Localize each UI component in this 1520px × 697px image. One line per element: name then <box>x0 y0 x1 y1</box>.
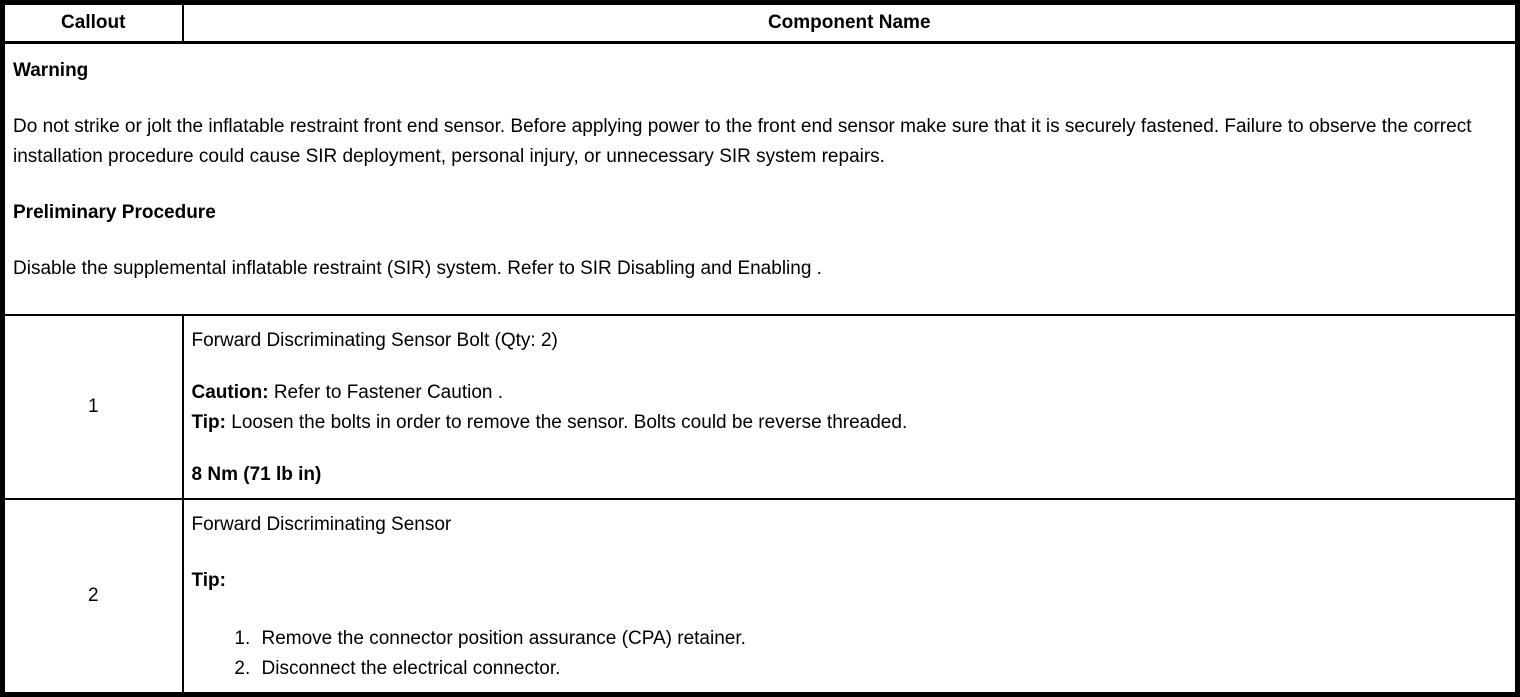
preliminary-text-tail: . <box>811 258 822 279</box>
preliminary-procedure-text: Disable the supplemental inflatable rest… <box>13 254 1505 284</box>
component-name-column-header: Component Name <box>182 2 1518 44</box>
table-row: 1 Forward Discriminating Sensor Bolt (Qt… <box>2 314 1518 500</box>
component-name: Forward Discriminating Sensor <box>191 513 452 535</box>
callout-column-header: Callout <box>2 2 184 44</box>
tip-steps-list: Remove the connector position assurance … <box>192 624 1506 684</box>
caution-text-tail: . <box>492 381 504 403</box>
tip-line: Tip: Loosen the bolts in order to remove… <box>192 408 1506 438</box>
component-cell: Forward Discriminating Sensor Bolt (Qty:… <box>182 314 1518 500</box>
warning-text: Do not strike or jolt the inflatable res… <box>13 116 1472 167</box>
preliminary-text-lead: Disable the supplemental inflatable rest… <box>13 258 581 279</box>
caution-tip-block: Caution: Refer to Fastener Caution . Tip… <box>192 378 1506 438</box>
tip-label: Tip: <box>191 569 226 591</box>
fastener-caution-reference[interactable]: Fastener Caution <box>346 381 493 403</box>
tip-label: Tip: <box>191 411 226 433</box>
tip-step: Remove the connector position assurance … <box>256 624 1506 654</box>
torque-spec: 8 Nm (71 lb in) <box>191 463 322 485</box>
notice-cell: Warning Do not strike or jolt the inflat… <box>2 42 1518 316</box>
callout-number: 2 <box>2 498 184 694</box>
component-name: Forward Discriminating Sensor Bolt (Qty:… <box>191 329 558 351</box>
callout-number: 1 <box>2 314 184 500</box>
sir-disabling-and-enabling-reference[interactable]: SIR Disabling and Enabling <box>580 258 812 279</box>
tip-text: Loosen the bolts in order to remove the … <box>225 411 908 433</box>
table-header-row: Callout Component Name <box>2 2 1518 44</box>
caution-label: Caution: <box>191 381 269 403</box>
caution-text-lead: Refer to <box>268 381 347 403</box>
tip-step: Disconnect the electrical connector. <box>256 654 1506 684</box>
table-row: 2 Forward Discriminating Sensor Tip: Rem… <box>2 498 1518 695</box>
component-cell: Forward Discriminating Sensor Tip: Remov… <box>183 499 1518 695</box>
preliminary-procedure-title: Preliminary Procedure <box>13 202 216 223</box>
warning-title: Warning <box>13 60 89 81</box>
caution-line: Caution: Refer to Fastener Caution . <box>192 378 1506 408</box>
notice-row: Warning Do not strike or jolt the inflat… <box>2 42 1518 316</box>
